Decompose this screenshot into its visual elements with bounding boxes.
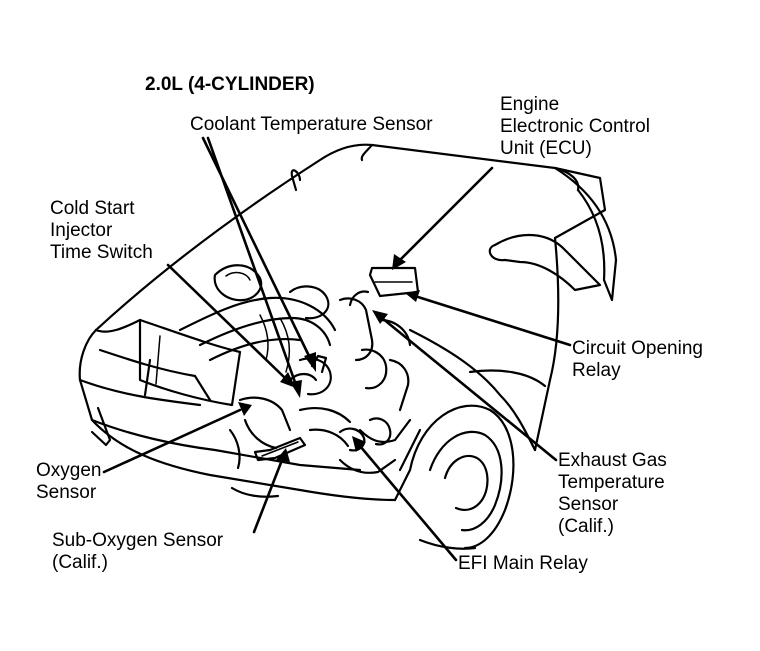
label-line: Oxygen	[36, 460, 102, 481]
label-line: Cold Start	[50, 198, 135, 219]
label-line: Unit (ECU)	[500, 138, 592, 159]
leader-lines	[102, 136, 572, 562]
label-line: Time Switch	[50, 242, 153, 263]
label-line: EFI Main Relay	[458, 553, 588, 574]
label-coolant-temperature-sensor: Coolant Temperature Sensor	[190, 114, 433, 136]
wheel-drawing	[408, 404, 515, 550]
label-line: Circuit Opening	[572, 338, 703, 359]
label-oxygen-sensor: Oxygen Sensor	[36, 460, 101, 504]
engine-bay-drawing	[178, 264, 422, 472]
label-line: Relay	[572, 360, 621, 381]
label-line: Temperature	[558, 472, 665, 493]
label-line: Sensor	[36, 482, 97, 503]
label-cold-start-injector-time-switch: Cold Start Injector Time Switch	[50, 198, 153, 264]
label-line: (Calif.)	[52, 552, 108, 573]
label-sub-oxygen-sensor: Sub-Oxygen Sensor (Calif.)	[52, 530, 223, 574]
label-line: Sub-Oxygen Sensor	[52, 530, 224, 551]
label-circuit-opening-relay: Circuit Opening Relay	[572, 338, 703, 382]
label-ecu: Engine Electronic Control Unit (ECU)	[500, 94, 650, 160]
label-exhaust-gas-temperature-sensor: Exhaust Gas Temperature Sensor (Calif.)	[558, 450, 667, 538]
label-line: Electronic Control	[500, 116, 650, 137]
label-efi-main-relay: EFI Main Relay	[458, 553, 588, 575]
headlight-drawing	[138, 318, 242, 407]
label-line: Exhaust Gas	[558, 450, 667, 471]
hood-drawing	[94, 143, 607, 333]
label-line: Engine	[500, 94, 560, 115]
label-line: Sensor	[558, 494, 619, 515]
windshield-drawing	[488, 166, 618, 302]
label-line: Injector	[50, 220, 113, 241]
fender-drawing	[408, 236, 560, 452]
label-line: (Calif.)	[558, 516, 614, 537]
label-line: Coolant Temperature Sensor	[190, 114, 433, 135]
diagram-title: 2.0L (4-CYLINDER)	[145, 74, 315, 95]
front-bumper-drawing	[78, 328, 412, 502]
